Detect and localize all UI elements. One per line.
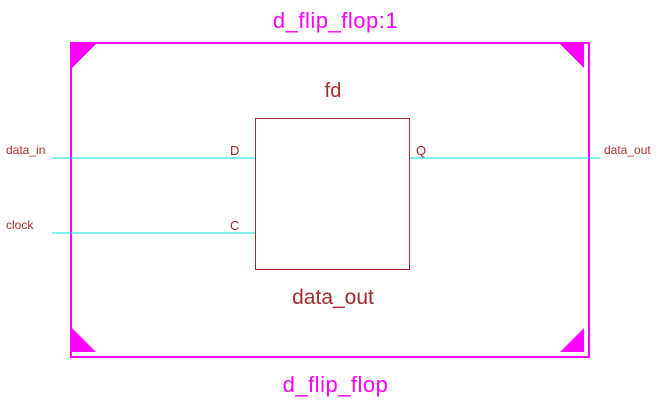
- module-boundary-box: [70, 42, 590, 358]
- net-label-data-out: data_out: [604, 143, 651, 157]
- corner-marker-top-right-icon: [560, 44, 584, 68]
- cell-instance-label: data_out: [292, 286, 374, 309]
- schematic-title-top: d_flip_flop:1: [272, 8, 399, 33]
- pin-label-c: C: [230, 218, 240, 233]
- fd-instance-symbol[interactable]: [255, 118, 410, 270]
- schematic-title-bottom: d_flip_flop: [282, 372, 389, 397]
- pin-label-d: D: [230, 143, 240, 158]
- corner-marker-bottom-right-icon: [560, 328, 584, 352]
- net-label-data-in: data_in: [6, 143, 46, 157]
- cell-type-label: fd: [324, 80, 342, 102]
- net-label-clock: clock: [6, 218, 34, 232]
- pin-label-q: Q: [416, 143, 427, 158]
- corner-marker-bottom-left-icon: [72, 328, 96, 352]
- corner-marker-top-left-icon: [72, 44, 96, 68]
